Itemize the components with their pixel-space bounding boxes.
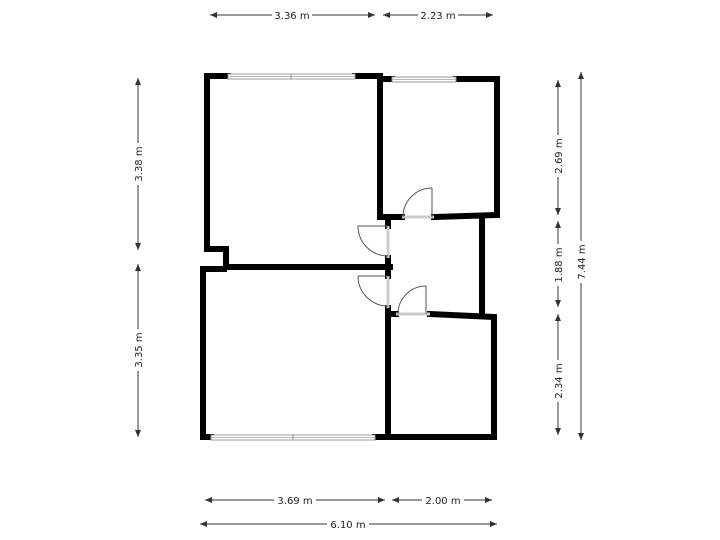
dimension-right: 2.69 m 1.88 m 2.34 m 7.44 m bbox=[551, 72, 588, 440]
windows bbox=[210, 73, 457, 441]
dimension-label-top-1: 3.36 m bbox=[274, 11, 309, 22]
dimension-label-right-total: 7.44 m bbox=[577, 244, 588, 279]
dimension-bottom: 3.69 m 2.00 m 6.10 m bbox=[200, 493, 497, 531]
window-bottom-left bbox=[210, 434, 376, 441]
dimension-label-right-1: 2.69 m bbox=[554, 138, 565, 173]
dimension-label-left-2: 3.35 m bbox=[134, 332, 145, 367]
dimension-label-bottom-2: 2.00 m bbox=[425, 496, 460, 507]
walls bbox=[200, 73, 500, 440]
dimension-label-top-2: 2.23 m bbox=[420, 11, 455, 22]
door-bottom-right-room bbox=[396, 285, 430, 316]
doors bbox=[357, 187, 434, 316]
dimension-label-right-3: 2.34 m bbox=[554, 363, 565, 398]
wall-bottom-left-room bbox=[200, 266, 214, 440]
door-top-right-room bbox=[402, 187, 434, 219]
dimension-label-bottom-1: 3.69 m bbox=[277, 496, 312, 507]
window-top-right bbox=[391, 76, 457, 83]
dimension-left: 3.38 m 3.35 m bbox=[131, 78, 145, 437]
wall-top-left-room bbox=[204, 73, 393, 270]
door-top-left-room bbox=[357, 225, 390, 258]
wall-top-right-room-east bbox=[430, 76, 500, 221]
wall-top-right-room bbox=[377, 73, 405, 220]
dimension-top: 3.36 m 2.23 m bbox=[210, 8, 493, 22]
window-top-left bbox=[227, 73, 356, 80]
door-bottom-left-room bbox=[357, 275, 390, 308]
wall-bottom-right-room bbox=[385, 310, 497, 440]
dimension-label-right-2: 1.88 m bbox=[554, 247, 565, 282]
dimension-label-left-1: 3.38 m bbox=[134, 146, 145, 181]
dimension-label-bottom-total: 6.10 m bbox=[330, 520, 365, 531]
